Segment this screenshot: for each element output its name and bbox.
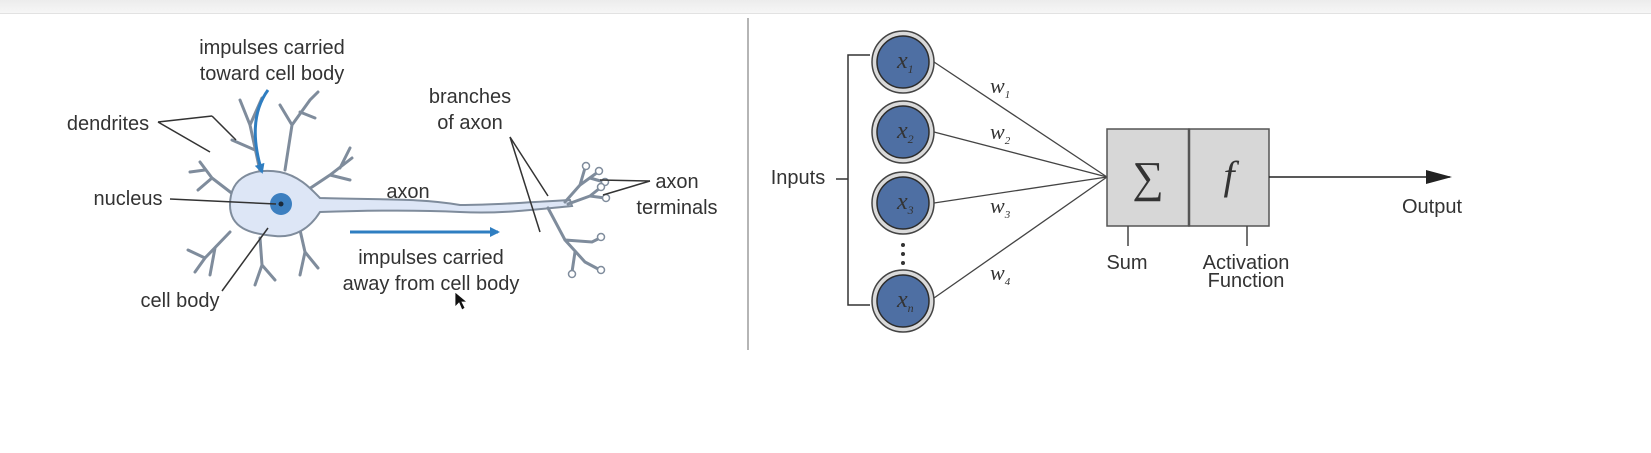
impulse-toward-arrow <box>253 89 270 174</box>
dendrites-label: dendrites <box>67 113 149 135</box>
inputs-label: Inputs <box>771 167 825 189</box>
branches-label-line1: branches <box>429 86 511 108</box>
impulses-away-label-line1: impulses carried <box>358 247 504 269</box>
input-node-3-subscript: 3 <box>907 203 914 217</box>
mouse-cursor-icon <box>454 291 469 311</box>
axon-terminal-branches <box>546 166 607 274</box>
svg-text:x2: x2 <box>896 118 914 146</box>
input-node-3: x3 <box>871 171 935 235</box>
axon-terminals-label-line2: terminals <box>636 197 717 219</box>
input-node-1: x1 <box>871 30 935 94</box>
ellipsis-dots <box>901 243 905 265</box>
svg-text:x1: x1 <box>896 48 914 76</box>
input-node-n-symbol: x <box>896 287 908 313</box>
input-node-n-subscript: n <box>908 301 914 315</box>
sum-label: Sum <box>1106 252 1147 274</box>
impulses-away-label-line2: away from cell body <box>343 273 520 295</box>
weight-connections <box>933 61 1108 299</box>
neuron-illustration: impulses carried toward cell body dendri… <box>67 37 718 312</box>
sum-box <box>1106 128 1190 227</box>
branches-label-line2: of axon <box>437 112 503 134</box>
sum-symbol: ∑ <box>1132 153 1163 202</box>
weight-4-label: w4 <box>990 260 1011 288</box>
leader-lines <box>157 115 651 292</box>
weight-1-label: w1 <box>990 73 1010 101</box>
impulses-toward-label-line1: impulses carried <box>199 37 345 59</box>
input-node-2-symbol: x <box>896 118 908 144</box>
input-node-n: xn <box>871 269 935 333</box>
axon-label: axon <box>386 181 429 203</box>
output-label: Output <box>1402 196 1462 218</box>
activation-label-line2: Function <box>1208 270 1285 292</box>
input-node-3-symbol: x <box>896 189 908 215</box>
cell-body-shape <box>228 170 574 238</box>
input-node-1-subscript: 1 <box>908 62 914 76</box>
input-node-1-symbol: x <box>896 48 908 74</box>
weight-2-label: w2 <box>990 119 1011 147</box>
activation-label-line1: Activation <box>1203 252 1290 274</box>
svg-text:xn: xn <box>896 287 914 315</box>
impulses-toward-label-line2: toward cell body <box>200 63 345 85</box>
weight-3-label: w3 <box>990 193 1011 221</box>
cell-body-label: cell body <box>141 290 220 312</box>
inputs-bracket <box>836 54 870 306</box>
perceptron-diagram: Inputs x1 x2 x3 <box>771 30 1462 333</box>
axon-terminals-label-line1: axon <box>655 171 698 193</box>
window-top-bar <box>0 0 1651 14</box>
input-node-2: x2 <box>871 100 935 164</box>
input-node-2-subscript: 2 <box>908 132 914 146</box>
dendrites-shape <box>186 90 354 287</box>
nucleus-label: nucleus <box>94 188 163 210</box>
svg-text:x3: x3 <box>896 189 914 217</box>
